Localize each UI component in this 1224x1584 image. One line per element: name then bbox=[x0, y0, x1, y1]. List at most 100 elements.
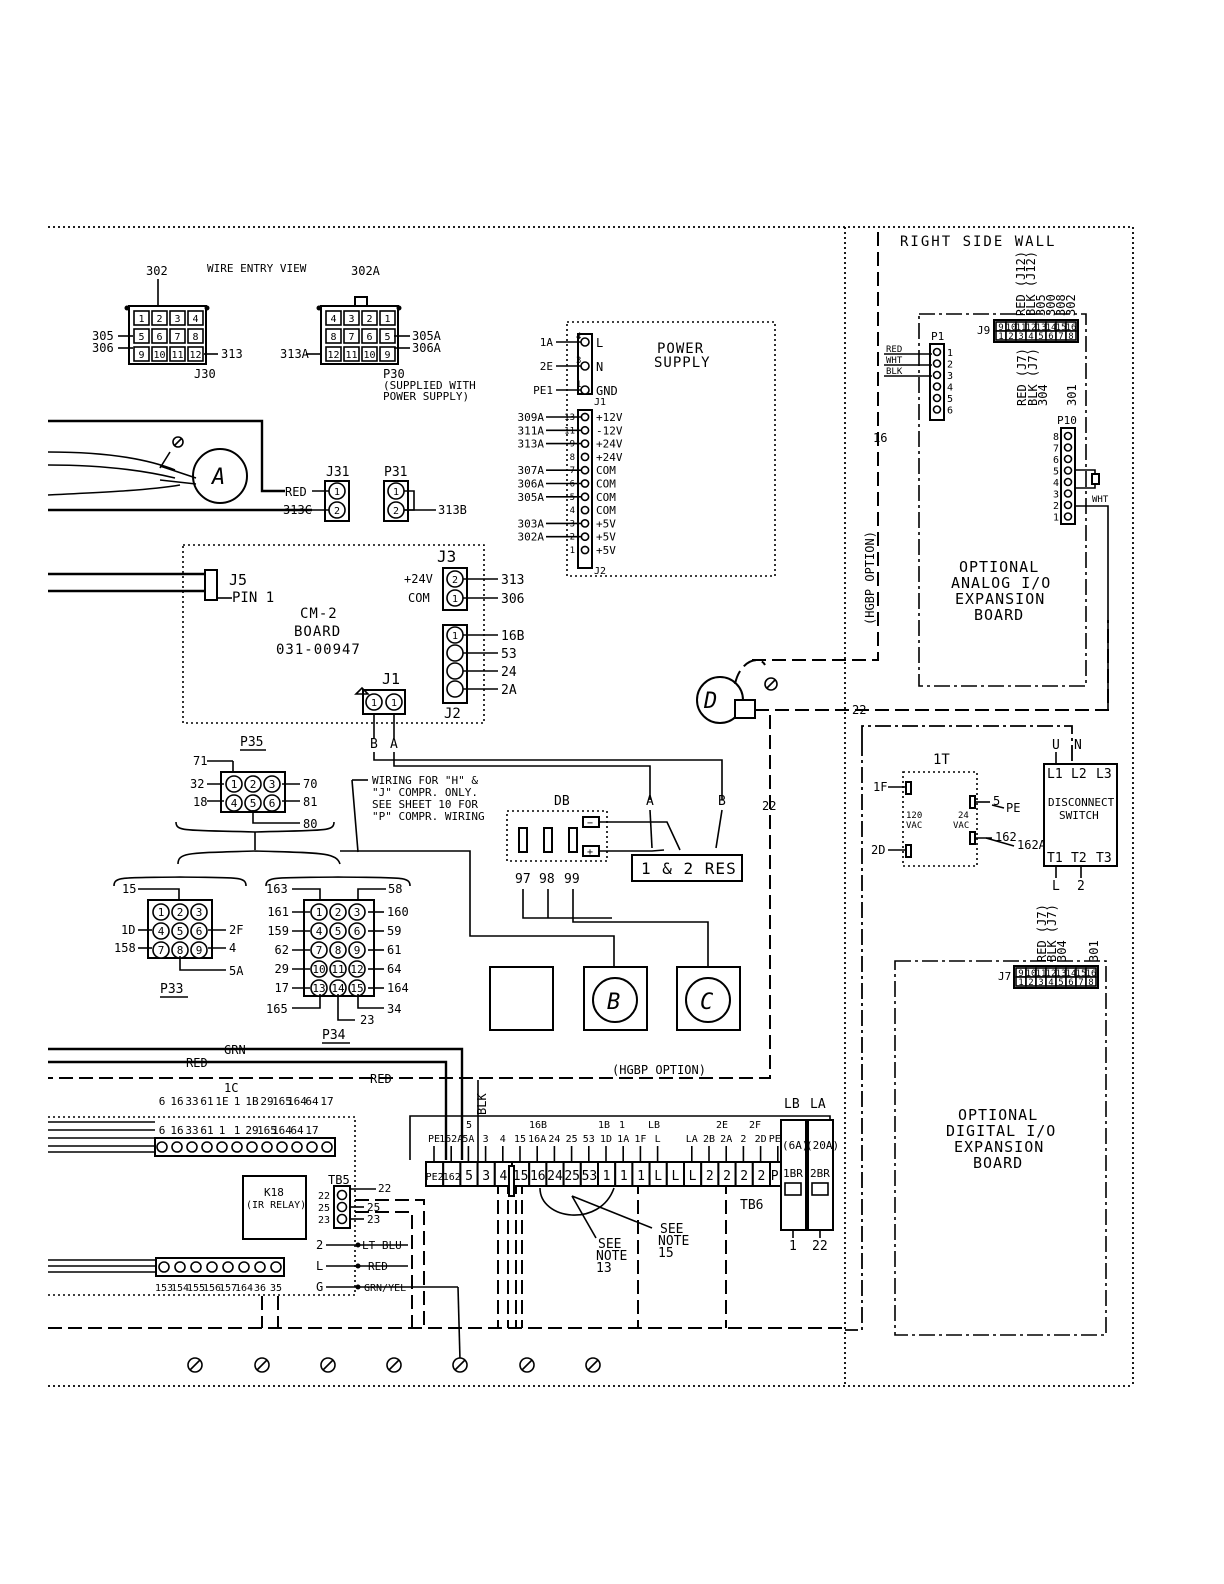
pin-number: 4 bbox=[192, 314, 198, 325]
wire-label: BLK (J7) bbox=[1045, 904, 1059, 962]
p1-pin bbox=[932, 393, 942, 403]
svg-text:162A: 162A bbox=[1017, 838, 1047, 852]
svg-text:(IR RELAY): (IR RELAY) bbox=[246, 1200, 306, 1211]
svg-text:22: 22 bbox=[762, 799, 776, 813]
wire-label: 16 bbox=[170, 1095, 183, 1108]
strip-terminal bbox=[270, 1261, 282, 1273]
wire-label: LB bbox=[648, 1120, 660, 1131]
ps-pin bbox=[580, 479, 590, 488]
connector-pin bbox=[325, 310, 342, 326]
svg-text:B: B bbox=[370, 737, 378, 752]
pin-number: 2 bbox=[156, 314, 162, 325]
svg-text:16B: 16B bbox=[501, 629, 525, 644]
pin-number: 1 bbox=[231, 778, 238, 791]
pin-number: 2 bbox=[250, 778, 257, 791]
pin-number: 10 bbox=[1026, 969, 1037, 979]
pin-number: 5 bbox=[177, 925, 184, 938]
connector-pin bbox=[348, 960, 366, 978]
pin-number: 11 bbox=[345, 350, 357, 361]
pin-number: 9 bbox=[354, 944, 361, 957]
pin-number: 7 bbox=[316, 944, 323, 957]
connector-pin bbox=[151, 310, 168, 326]
wire-label: 1 bbox=[619, 1120, 625, 1131]
svg-text:1F: 1F bbox=[873, 780, 887, 794]
pin-number: 9 bbox=[384, 350, 390, 361]
pin-number: 6 bbox=[1068, 978, 1073, 988]
svg-text:24: 24 bbox=[958, 811, 969, 821]
svg-text:22: 22 bbox=[378, 1182, 391, 1195]
ground-lug-slot bbox=[322, 1359, 334, 1371]
svg-text:313C: 313C bbox=[283, 503, 312, 517]
ps-pin bbox=[580, 519, 590, 528]
svg-text:RED: RED bbox=[886, 345, 902, 355]
pin-number: 14 bbox=[1066, 969, 1077, 979]
svg-text:80: 80 bbox=[303, 817, 317, 831]
ps-pin bbox=[580, 361, 590, 371]
svg-text:B: B bbox=[718, 794, 726, 809]
connector-pin bbox=[190, 903, 208, 921]
strip-terminal bbox=[206, 1261, 218, 1273]
wire-label: 29 bbox=[260, 1095, 273, 1108]
connector-pin bbox=[171, 922, 189, 940]
connector-pin bbox=[348, 941, 366, 959]
db-block: DB − + 1 & 2 RES 97 98 99 bbox=[506, 794, 743, 970]
pin-number: 12 bbox=[327, 350, 339, 361]
pin-number: 2 bbox=[1053, 501, 1059, 512]
pin-label: COM bbox=[596, 478, 616, 491]
strip-terminal bbox=[254, 1261, 266, 1273]
ground-lug-slot bbox=[189, 1359, 201, 1371]
pin-number: 7 bbox=[174, 332, 180, 343]
svg-text:2: 2 bbox=[316, 1238, 323, 1252]
pin-number: 3 bbox=[174, 314, 180, 325]
svg-text:70: 70 bbox=[303, 777, 317, 791]
wire-label: PE bbox=[428, 1134, 440, 1145]
strip-terminal bbox=[246, 1141, 258, 1153]
connector-pin bbox=[152, 903, 170, 921]
svg-text:1BR: 1BR bbox=[783, 1167, 803, 1180]
svg-text:L1: L1 bbox=[1047, 767, 1063, 782]
pin-number: 1 bbox=[998, 332, 1003, 342]
svg-text:1: 1 bbox=[452, 594, 458, 605]
connector-pin bbox=[190, 922, 208, 940]
wire-label: 4 bbox=[500, 1134, 506, 1145]
svg-text:NOTE: NOTE bbox=[658, 1234, 689, 1249]
wire-label: PE1 bbox=[769, 1134, 787, 1145]
svg-text:BOARD: BOARD bbox=[294, 624, 341, 640]
terminal-number: L bbox=[689, 1169, 697, 1184]
connector-pin bbox=[361, 310, 378, 326]
svg-text:VAC: VAC bbox=[953, 821, 969, 831]
pin-number: 1 bbox=[138, 314, 144, 325]
pin-number: 6 bbox=[156, 332, 162, 343]
svg-text:L: L bbox=[1052, 879, 1060, 894]
wire-label: 53 bbox=[583, 1134, 595, 1145]
pin-number: 3 bbox=[269, 778, 276, 791]
pin-number: 3 bbox=[576, 356, 581, 366]
right-side-wall-label: RIGHT SIDE WALL bbox=[900, 234, 1056, 250]
pin-number: 15 bbox=[1076, 969, 1087, 979]
svg-text:J1: J1 bbox=[382, 670, 400, 688]
wire-label: 24 bbox=[548, 1134, 560, 1145]
pin-label: N bbox=[596, 360, 603, 374]
terminal-number: 1 bbox=[620, 1169, 628, 1184]
svg-text:2: 2 bbox=[452, 575, 458, 586]
svg-text:16: 16 bbox=[873, 431, 887, 445]
wire-label: LA bbox=[686, 1134, 698, 1145]
wire-label: 1E bbox=[215, 1095, 228, 1108]
svg-text:(HGBP OPTION): (HGBP OPTION) bbox=[863, 531, 877, 625]
pin-number: 4 bbox=[316, 925, 323, 938]
svg-text:CM-2: CM-2 bbox=[300, 606, 338, 622]
connector-pin bbox=[225, 794, 243, 812]
connector-pin bbox=[169, 310, 186, 326]
svg-text:306: 306 bbox=[92, 341, 114, 355]
svg-text:313A: 313A bbox=[280, 347, 310, 361]
svg-text:15: 15 bbox=[122, 882, 136, 896]
svg-text:2: 2 bbox=[334, 506, 340, 517]
connector-pin bbox=[169, 346, 186, 362]
pin-number: 6 bbox=[269, 797, 276, 810]
wiring-note: WIRING FOR "H" & "J" COMPR. ONLY. SEE SH… bbox=[351, 774, 485, 853]
svg-text:SEE SHEET 10 FOR: SEE SHEET 10 FOR bbox=[372, 798, 478, 811]
svg-text:ANALOG I/O: ANALOG I/O bbox=[951, 574, 1051, 592]
